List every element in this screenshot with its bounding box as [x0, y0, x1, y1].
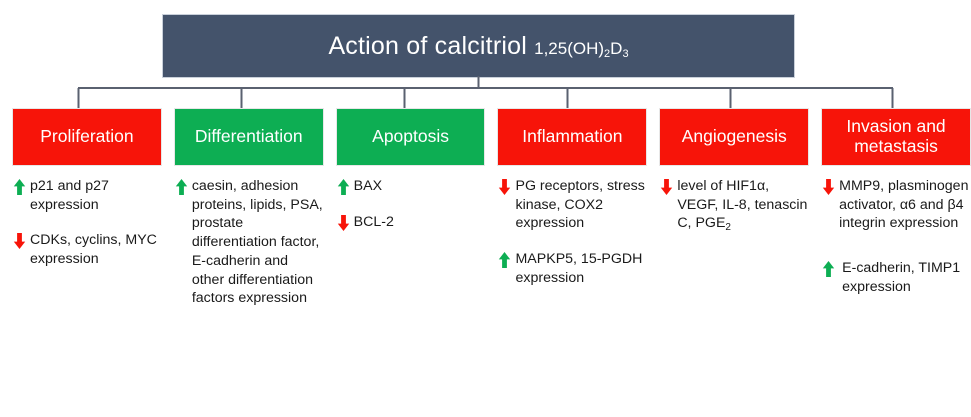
formula-sub-1: 2 [604, 47, 611, 60]
category-column: Inflammation PG receptors, stress kinase,… [497, 108, 648, 417]
title-formula: 1,25(OH)2D3 [534, 38, 629, 60]
column-header-proliferation[interactable]: Proliferation [12, 108, 162, 166]
regulation-entry-text: level of HIF1α, VEGF, IL-8, tenascin C, … [677, 177, 809, 235]
regulation-entry: MAPKP5, 15-PGDH expression [497, 250, 647, 287]
arrow-down-icon [12, 232, 27, 250]
column-body: caesin, adhesion proteins, lipids, PSA, … [174, 166, 324, 308]
regulation-entry: BAX [336, 177, 486, 196]
formula-sub-2: 3 [622, 47, 629, 60]
arrow-up-icon [821, 260, 836, 278]
regulation-entry-text: CDKs, cyclins, MYC expression [30, 232, 157, 268]
regulation-entry-text: BCL-2 [353, 213, 394, 230]
arrow-down-icon [659, 178, 674, 196]
category-column: Angiogenesis level of HIF1α, VEGF, IL-8, … [659, 108, 810, 417]
arrow-up-icon [497, 251, 512, 269]
formula-part-1: 1,25(OH) [534, 38, 605, 58]
regulation-entry-text: MAPKP5, 15-PGDH expression [515, 251, 643, 286]
regulation-entry: MMP9, plasminogen activator, α6 and β4 i… [821, 177, 971, 233]
arrow-up-icon [12, 178, 27, 196]
regulation-entry-text: MMP9, plasminogen activator, α6 and β4 i… [839, 178, 969, 232]
column-body: level of HIF1α, VEGF, IL-8, tenascin C, … [659, 166, 809, 235]
arrow-down-icon [821, 178, 836, 196]
formula-part-2: D [610, 38, 623, 58]
regulation-entry: PG receptors, stress kinase, COX2 expres… [497, 177, 647, 233]
column-header-apoptosis[interactable]: Apoptosis [335, 108, 486, 166]
column-body: MMP9, plasminogen activator, α6 and β4 i… [821, 166, 971, 297]
entry-text-subscript: 2 [725, 222, 731, 234]
regulation-entry-text: BAX [353, 178, 383, 194]
regulation-entry: level of HIF1α, VEGF, IL-8, tenascin C, … [659, 177, 809, 235]
regulation-entry-text: p21 and p27 expression [30, 178, 109, 213]
column-header-invasion-and-metastasis[interactable]: Invasion and metastasis [821, 108, 971, 166]
regulation-entry: caesin, adhesion proteins, lipids, PSA, … [174, 177, 324, 308]
column-header-angiogenesis[interactable]: Angiogenesis [659, 108, 810, 166]
title-main: Action of calcitriol [328, 31, 535, 60]
entry-text-base: level of HIF1α, VEGF, IL-8, tenascin C, … [677, 178, 808, 232]
regulation-entry-text: PG receptors, stress kinase, COX2 expres… [515, 178, 645, 232]
regulation-entry-text: E-cadherin, TIMP1 expression [842, 260, 961, 295]
regulation-entry: BCL-2 [336, 213, 486, 232]
arrow-down-icon [497, 178, 512, 196]
regulation-entry: p21 and p27 expression [12, 177, 162, 214]
connector-lines [77, 76, 894, 108]
column-body: BAX BCL-2 [336, 166, 486, 231]
regulation-entry: CDKs, cyclins, MYC expression [12, 231, 162, 268]
arrow-up-icon [336, 178, 351, 196]
arrow-up-icon [174, 178, 189, 196]
column-header-differentiation[interactable]: Differentiation [173, 108, 324, 166]
regulation-entry: E-cadherin, TIMP1 expression [821, 259, 971, 296]
column-body: PG receptors, stress kinase, COX2 expres… [497, 166, 647, 288]
regulation-entry-text: caesin, adhesion proteins, lipids, PSA, … [191, 178, 323, 307]
column-header-inflammation[interactable]: Inflammation [497, 108, 648, 166]
category-column: Differentiation caesin, adhesion proteins… [173, 108, 324, 417]
arrow-down-icon [336, 214, 351, 232]
page-title: Action of calcitriol 1,25(OH)2D3 [328, 32, 628, 61]
diagram-title-banner: Action of calcitriol 1,25(OH)2D3 [162, 14, 795, 78]
